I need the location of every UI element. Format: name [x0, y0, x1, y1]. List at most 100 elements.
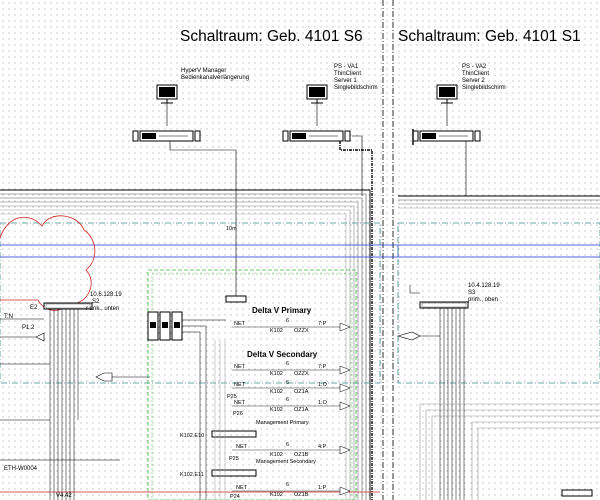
left-label-v: V4.42 — [56, 493, 72, 499]
cable-va1-b — [339, 141, 373, 500]
mgmt-switch-primary — [211, 430, 257, 438]
svg-text:K102: K102 — [270, 371, 283, 377]
svg-text:K102: K102 — [270, 407, 283, 413]
cable-hyperv — [169, 141, 237, 296]
svg-text:OZ1B: OZ1B — [294, 452, 309, 458]
section-mgmt-primary: Management Primary — [256, 420, 309, 426]
patch-k11: K102.E11 — [180, 472, 204, 478]
port-row-4: NET 6 K102 OZ1A 1:O — [232, 397, 351, 413]
right-gray-bundle — [419, 403, 600, 500]
port-row-5: NET 6 K102 OZ1B 4:P — [232, 442, 351, 458]
svg-text:OZ1A: OZ1A — [294, 407, 309, 413]
teal-frame-left — [0, 222, 381, 384]
vertical-feeds — [214, 340, 226, 500]
bottom-right-switch — [561, 489, 593, 497]
svg-text:6: 6 — [286, 482, 289, 488]
monitor-hyperv-label-1: HyperV Manager — [181, 68, 226, 74]
cable-length-label: 10m — [226, 226, 237, 232]
monitor-va1 — [306, 84, 328, 104]
mgmt-switch-secondary — [211, 469, 257, 477]
section-primary: Delta V Primary — [252, 306, 312, 315]
port-row-6: NET 6 K102 OZ1B 1:P — [232, 482, 351, 498]
port-row-3: NET 6 K102 OZ1A 1:O — [232, 380, 351, 395]
monitor-va1-label-3: Server 1 — [334, 78, 357, 84]
green-frame — [147, 269, 357, 500]
switch-s2-ip: 10.6.128.19 — [90, 292, 122, 298]
deltav-wires — [182, 319, 226, 500]
left-label-e2: E2 — [30, 305, 38, 311]
switch-s3-hook — [409, 285, 420, 294]
port-row-2: NET 6 K102 OZZX 7:P — [232, 361, 351, 377]
revision-cloud — [0, 215, 96, 311]
switch-s2 — [43, 302, 93, 310]
teal-frame-right — [397, 222, 600, 384]
port-row-1: NET 6 K102 OZZX 7:P — [232, 318, 351, 334]
svg-text:K102: K102 — [270, 452, 283, 458]
plug-mid — [95, 372, 113, 382]
svg-text:K102: K102 — [270, 328, 283, 334]
svg-text:1:O: 1:O — [318, 400, 328, 406]
svg-text:6: 6 — [286, 442, 289, 448]
monitor-hyperv-label-2: Bedienkanalverlängerung — [181, 75, 249, 81]
monitor-va2-label-1: PS - VA2 — [462, 64, 487, 70]
svg-text:6: 6 — [286, 380, 289, 386]
patch-k10: K102.E10 — [180, 433, 204, 439]
monitor-va2-label-2: ThinClient — [462, 71, 489, 77]
left-label-p12: P1.2 — [22, 325, 35, 331]
switch-s2-drops — [49, 309, 79, 500]
switch-s2-pos: r unk., unten — [86, 306, 119, 312]
svg-text:OZ1B: OZ1B — [294, 492, 309, 498]
monitor-va2 — [436, 84, 458, 104]
svg-text:NET: NET — [234, 364, 246, 370]
left-label-eth: ETH-W0004 — [4, 466, 38, 472]
svg-text:7:P: 7:P — [318, 364, 327, 370]
svg-text:K102: K102 — [270, 389, 283, 395]
patch-p26: P26 — [233, 411, 243, 417]
svg-text:4:P: 4:P — [318, 444, 327, 450]
svg-text:1:P: 1:P — [318, 485, 327, 491]
switch-s3-name: S3 — [468, 290, 476, 296]
trunk-bundle-s1 — [398, 195, 600, 209]
svg-text:NET: NET — [234, 321, 246, 327]
cable-va1-a — [352, 135, 363, 196]
thinclient-va1 — [282, 130, 351, 142]
svg-text:NET: NET — [236, 485, 248, 491]
switch-s3-pos: prim., oben — [468, 297, 498, 303]
switch-s2-name: S2 — [92, 299, 100, 305]
monitor-va1-label-1: PS - VA1 — [334, 64, 359, 70]
svg-text:6: 6 — [286, 397, 289, 403]
trunk-bundle — [0, 189, 371, 500]
monitor-va1-label-2: ThinClient — [334, 71, 361, 77]
svg-text:OZ1A: OZ1A — [294, 389, 309, 395]
patch-p24: P24 — [230, 494, 240, 500]
svg-text:6: 6 — [286, 361, 289, 367]
left-label-tn: T:N — [4, 314, 13, 320]
switch-s3-ip: 10.4.128.19 — [468, 283, 500, 289]
thinclient-hyperv — [132, 130, 201, 142]
room-title-s1: Schaltraum: Geb. 4101 S1 — [398, 28, 581, 45]
svg-text:OZZX: OZZX — [294, 371, 309, 377]
monitor-va2-label-3: Server 2 — [462, 78, 485, 84]
monitor-va2-label-4: Singlebildschirm — [462, 85, 506, 91]
svg-text:NET: NET — [234, 400, 246, 406]
patch-p25a: P25 — [227, 394, 237, 400]
room-title-s6: Schaltraum: Geb. 4101 S6 — [180, 28, 363, 45]
plug-right — [396, 331, 421, 341]
svg-text:NET: NET — [234, 382, 246, 388]
svg-text:OZZX: OZZX — [294, 328, 309, 334]
svg-text:7:P: 7:P — [318, 321, 327, 327]
deltav-modules — [147, 311, 183, 341]
monitor-hyperv — [156, 84, 178, 104]
svg-text:NET: NET — [236, 444, 248, 450]
svg-text:6: 6 — [286, 318, 289, 324]
section-secondary: Delta V Secondary — [247, 350, 318, 359]
green-frame-inner — [151, 273, 353, 500]
deltav-small-switch — [225, 295, 247, 303]
switch-s3 — [419, 301, 469, 309]
patch-p25b: P25 — [229, 456, 239, 462]
svg-text:K102: K102 — [270, 492, 283, 498]
thinclient-va2 — [412, 130, 481, 142]
svg-text:1:O: 1:O — [318, 382, 328, 388]
